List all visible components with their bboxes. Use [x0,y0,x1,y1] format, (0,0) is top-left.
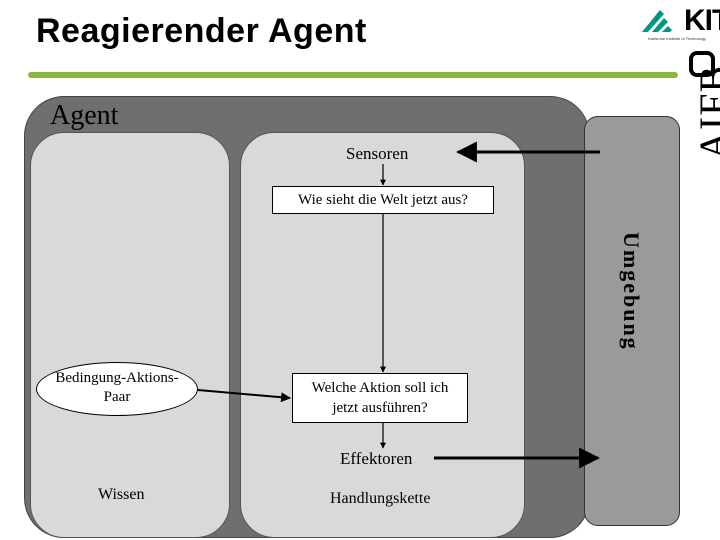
rule-to-action-arrow [197,389,291,403]
page-title: Reagierender Agent [36,12,367,50]
knowledge-label: Wissen [98,486,145,503]
kit-logo-subtitle: Karlsruhe Institute of Technology [648,36,706,41]
kit-logo-icon [642,10,672,32]
knowledge-panel [30,132,230,538]
action-box-line-2: jetzt ausführen? [332,400,428,416]
condition-action-line-2: Paar [103,389,131,405]
world-state-box: Wie sieht die Welt jetzt aus? [272,186,494,214]
condition-action-rule-ellipse: Bedingung-Aktions- Paar [36,362,198,416]
sensors-label: Sensoren [346,144,409,163]
action-decision-box: Welche Aktion soll ich jetzt ausführen? [292,373,468,423]
action-box-line-1: Welche Aktion soll ich [311,380,449,396]
agent-label: Agent [50,100,119,131]
effectors-label: Effektoren [340,449,413,468]
action-chain-label: Handlungskette [330,490,431,507]
aifb-logo-mark-icon [689,51,715,77]
title-underline-divider [28,72,678,78]
kit-logo-text: KIT [684,4,720,37]
condition-action-line-1: Bedingung-Aktions- [55,370,179,386]
